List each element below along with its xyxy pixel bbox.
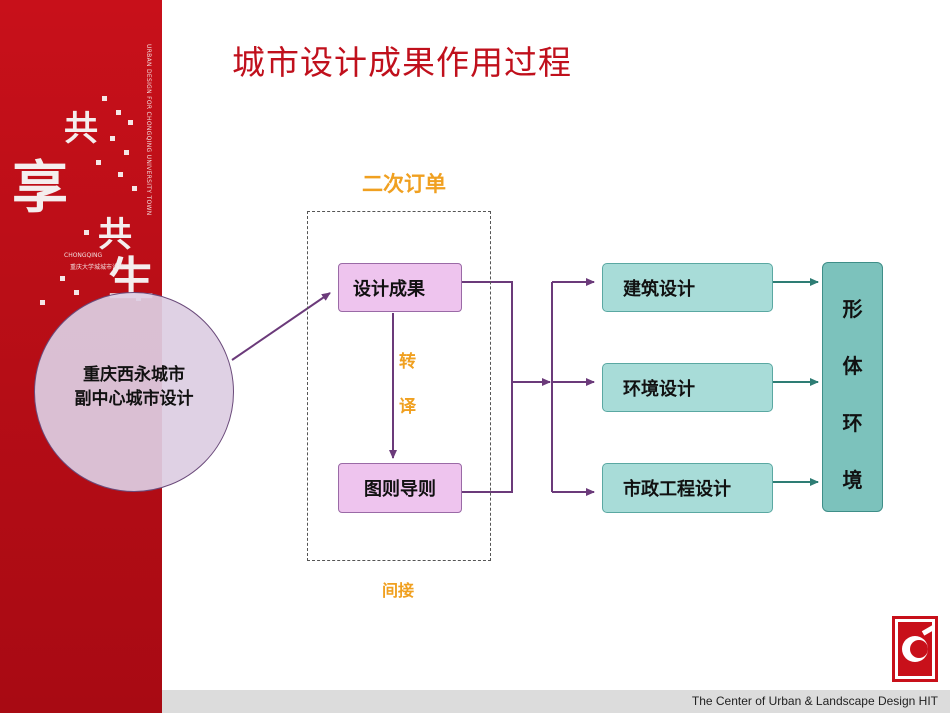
- outcome-char-4: 境: [842, 468, 863, 492]
- banner-cn-text: 重庆大学城城市设计: [70, 264, 125, 271]
- dashed-group-frame: [307, 211, 491, 561]
- indirect-label: 间接: [382, 581, 415, 600]
- decor-dot: [118, 172, 123, 177]
- line-result-out: [462, 281, 513, 382]
- target-box-municipal: 市政工程设计: [602, 463, 773, 513]
- decor-dot: [116, 110, 121, 115]
- decor-dot: [110, 136, 115, 141]
- source-label: 重庆西永城市 副中心城市设计: [35, 363, 233, 411]
- outcome-box: 形 体 环 境: [822, 262, 883, 512]
- source-circle: 重庆西永城市 副中心城市设计: [34, 292, 234, 492]
- decor-dot: [96, 160, 101, 165]
- decor-dot: [102, 96, 107, 101]
- line-guide-out: [462, 382, 513, 493]
- translate-char-2: 译: [399, 397, 416, 417]
- result-box: 设计成果: [338, 263, 462, 312]
- outcome-char-3: 环: [842, 411, 863, 435]
- banner-sub-text: CHONGQING: [64, 252, 103, 259]
- decor-dot: [128, 120, 133, 125]
- decor-dot: [40, 300, 45, 305]
- target-box-environment: 环境设计: [602, 363, 773, 412]
- outcome-char-1: 形: [842, 297, 863, 321]
- source-line-1: 重庆西永城市: [83, 365, 185, 385]
- banner-char-share-1: 共: [64, 109, 98, 149]
- group-label: 二次订单: [362, 172, 446, 196]
- decor-dot: [60, 276, 65, 281]
- target-box-architecture: 建筑设计: [602, 263, 773, 312]
- translate-char-1: 转: [399, 352, 416, 372]
- banner-char-share-2: 共: [98, 215, 132, 255]
- decor-dot: [124, 150, 129, 155]
- decor-dot: [132, 186, 137, 191]
- banner-char-enjoy: 享: [12, 155, 68, 221]
- slide-title: 城市设计成果作用过程: [232, 43, 572, 82]
- decor-dot: [74, 290, 79, 295]
- outcome-char-2: 体: [842, 354, 863, 378]
- arrow-source-to-result: [231, 292, 331, 361]
- decor-dot: [84, 230, 89, 235]
- guide-box: 图则导则: [338, 463, 462, 513]
- footer-credit: The Center of Urban & Landscape Design H…: [691, 694, 938, 708]
- institution-logo: [892, 616, 938, 682]
- banner-vertical-text: URBAN DESIGN FOR CHONGQING UNIVERSITY TO…: [145, 44, 152, 216]
- footer-bar: The Center of Urban & Landscape Design H…: [162, 690, 950, 713]
- source-line-2: 副中心城市设计: [74, 389, 194, 409]
